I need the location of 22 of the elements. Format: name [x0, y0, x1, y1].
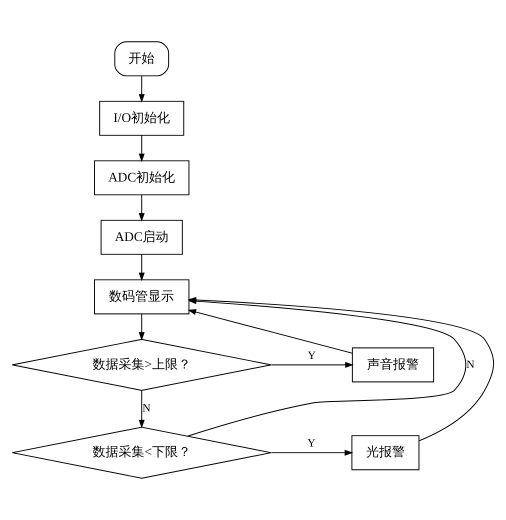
edge-label: Y — [307, 438, 316, 450]
node-diamond: 数据采集<下限？ — [12, 426, 272, 479]
node-box: 声音报警 — [352, 347, 434, 382]
node-diamond: 数据采集>上限？ — [12, 338, 272, 391]
node-box: 数码管显示 — [94, 279, 190, 314]
node-box: ADC初始化 — [94, 160, 190, 196]
arrow — [138, 76, 145, 103]
arrow — [270, 362, 354, 368]
arrow — [138, 390, 145, 428]
node-box: ADC启动 — [100, 220, 183, 255]
edge-label: N — [466, 358, 475, 371]
arrow — [138, 314, 145, 341]
arrow — [138, 135, 145, 162]
node-box: I/O初始化 — [99, 100, 184, 136]
arrow — [138, 194, 145, 222]
arrow — [270, 450, 354, 456]
arrow — [188, 309, 353, 354]
node-box: 开始 — [114, 41, 170, 76]
node-box: 光报警 — [351, 435, 420, 470]
arrow — [138, 254, 145, 282]
edge-label: Y — [308, 350, 316, 362]
edge-label: N — [142, 402, 151, 415]
